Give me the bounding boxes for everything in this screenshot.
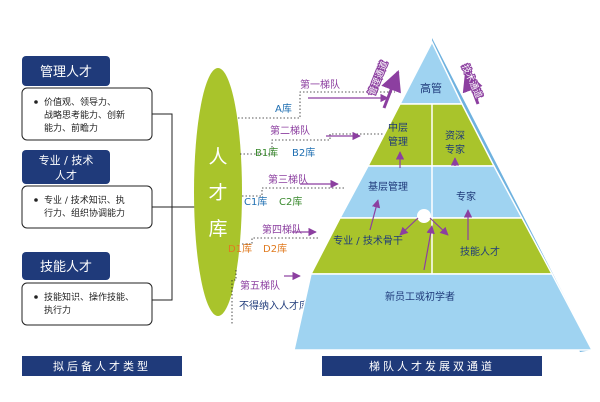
library-label: B1库 (255, 146, 278, 159)
bracket-connector (152, 113, 196, 301)
library-label: C1库 (244, 195, 267, 208)
pyramid-mid-left: 管理 (388, 135, 408, 148)
category-title-box (22, 252, 110, 280)
bullet-dot (34, 295, 38, 299)
pyramid-base-right: 专家 (456, 190, 476, 203)
talent-pool-ellipse (194, 68, 242, 316)
pyramid-inner-arrows (369, 151, 473, 271)
echelon-label: 第五梯队 (240, 279, 280, 292)
talent-pool-char: 才 (208, 182, 227, 204)
pyramid-bottom-label: 新员工或初学者 (385, 290, 455, 303)
management-channel-label: 管理通道 (366, 59, 391, 97)
right-footer-bar (322, 356, 542, 376)
category-desc-line: 价值观、领导力、 (44, 96, 116, 108)
category-desc-line: 执行力 (44, 304, 71, 316)
library-label: B2库 (292, 146, 315, 159)
category-desc-line: 专业 / 技术知识、执 (44, 194, 125, 206)
pyramid: 高管 中层 管理 资深 专家 基层管理 专家 专业 / 技术骨干 技能人才 新员… (293, 38, 594, 352)
library-label: D1库 (228, 242, 252, 255)
category-title-line: 专业 / 技术 (39, 153, 94, 167)
echelon-label: 第二梯队 (270, 124, 310, 137)
pyramid-mid-right: 资深 (445, 130, 465, 142)
talent-pool-char: 人 (208, 146, 227, 168)
pyramid-center-node (417, 209, 431, 223)
library-label: A库 (275, 102, 292, 115)
category-title-box (22, 56, 110, 86)
pyramid-prof-left: 专业 / 技术骨干 (333, 234, 403, 247)
echelon-label: 第一梯队 (300, 78, 340, 91)
management-channel-arrow (381, 70, 401, 109)
echelon-arrows (284, 93, 389, 281)
tech-channel-label: 技术通道 (459, 62, 485, 100)
category-skilled: 技能人才 技能知识、操作技能、 执行力 (21, 252, 153, 326)
pyramid-top-label: 高管 (420, 81, 442, 95)
tech-channel: 技术通道 (458, 61, 486, 105)
category-title-box (22, 150, 110, 184)
echelon-labels: 第一梯队 A库 第二梯队 B1库 B2库 第三梯队 C1库 C2库 第四梯队 D… (228, 78, 340, 312)
library-label: 不得纳入人才库 (239, 299, 309, 312)
library-label: D2库 (263, 242, 287, 255)
management-channel: 管理通道 (365, 58, 401, 109)
left-footer-label: 拟后备人才类型 (53, 359, 151, 373)
category-title-line: 人才 (55, 168, 77, 182)
category-title: 技能人才 (40, 260, 92, 275)
pyramid-tier-mid (366, 103, 496, 167)
pyramid-tier-bottom (293, 273, 594, 351)
category-desc-line: 行力、组织协调能力 (44, 207, 125, 219)
category-management: 管理人才 价值观、领导力、 战略思考能力、创新 能力、前瞻力 (21, 56, 153, 141)
category-desc-line: 战略思考能力、创新 (44, 109, 125, 121)
pyramid-mid-left: 中层 (388, 121, 408, 134)
bullet-dot (34, 100, 38, 104)
category-desc-line: 能力、前瞻力 (44, 122, 98, 134)
right-footer-label: 梯队人才发展双通道 (369, 359, 495, 373)
bullet-dot (34, 198, 38, 202)
tech-channel-arrow (462, 70, 483, 105)
category-desc-box (21, 185, 153, 229)
category-desc-box (21, 282, 153, 326)
echelon-label: 第三梯队 (268, 173, 308, 186)
category-desc-line: 技能知识、操作技能、 (44, 291, 134, 303)
staircase-lines (231, 91, 395, 325)
category-professional: 专业 / 技术 人才 专业 / 技术知识、执 行力、组织协调能力 (21, 150, 153, 229)
pyramid-mid-right: 专家 (445, 143, 465, 156)
category-title: 管理人才 (40, 65, 92, 80)
talent-pool-char: 库 (208, 218, 227, 240)
echelon-label: 第四梯队 (262, 223, 302, 236)
pyramid-base-left: 基层管理 (368, 180, 408, 193)
pyramid-prof-right: 技能人才 (460, 245, 500, 258)
left-footer-bar (22, 356, 182, 376)
library-label: C2库 (279, 195, 302, 208)
